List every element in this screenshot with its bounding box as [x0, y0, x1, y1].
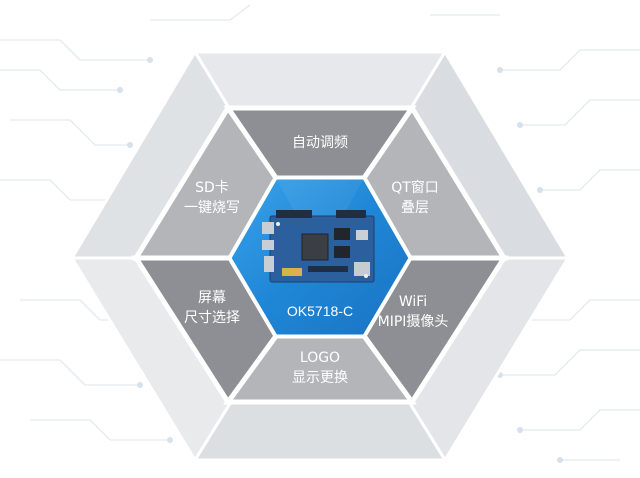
label-lower-left-1: 屏幕	[198, 290, 226, 306]
circuit-background	[0, 4, 640, 461]
segment-labels: 自动调频 QT窗口 叠层 WiFi MIPI摄像头 LOGO 显示更换 屏幕 尺…	[184, 135, 448, 386]
label-top: 自动调频	[292, 135, 348, 151]
inner-segments	[131, 103, 509, 407]
label-upper-left-1: SD卡	[195, 180, 229, 196]
center-label: OK5718-C	[287, 303, 353, 319]
label-lower-right-1: WiFi	[399, 294, 427, 310]
label-bottom-2: 显示更换	[292, 369, 348, 386]
label-bottom-1: LOGO	[300, 350, 340, 366]
board-image	[262, 210, 375, 283]
label-upper-right-2: 叠层	[401, 200, 429, 216]
label-upper-right-1: QT窗口	[391, 179, 439, 196]
label-lower-right-2: MIPI摄像头	[378, 314, 449, 330]
label-lower-left-2: 尺寸选择	[184, 310, 240, 326]
label-upper-left-2: 一键烧写	[184, 200, 240, 216]
